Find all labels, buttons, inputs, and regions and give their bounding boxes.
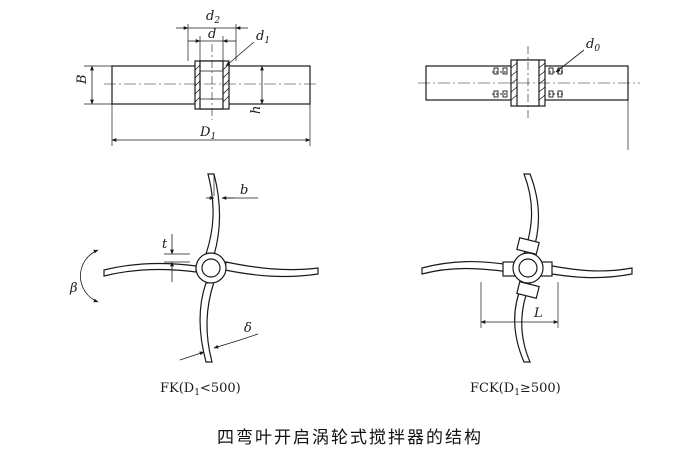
blade-down xyxy=(199,281,215,363)
blade-right-right xyxy=(540,263,633,279)
label-d2: d2 xyxy=(206,9,220,26)
bottom-left-plan-view xyxy=(79,173,319,363)
top-right-labels: d0 xyxy=(586,37,600,54)
figure-title: 四弯叶开启涡轮式搅拌器的结构 xyxy=(217,428,483,448)
caption-left: FK(D1<500) xyxy=(160,381,241,398)
label-d0: d0 xyxy=(586,37,600,54)
top-left-side-view xyxy=(84,24,318,146)
blade-right xyxy=(224,261,319,278)
bottom-right-plan-view xyxy=(421,173,633,363)
label-t: t xyxy=(162,237,168,252)
label-d: d xyxy=(208,27,216,42)
label-d1: d1 xyxy=(256,29,270,46)
label-D1: D1 xyxy=(199,125,216,142)
hub-inner xyxy=(199,60,224,110)
label-delta: δ xyxy=(244,321,252,336)
blade-up xyxy=(205,173,221,256)
top-left-labels: d2 d d1 B h D1 xyxy=(75,9,270,142)
label-h: h xyxy=(249,106,264,114)
label-beta: β xyxy=(69,281,78,296)
label-L: L xyxy=(533,306,543,321)
label-b: b xyxy=(240,183,248,198)
blade-left xyxy=(103,262,197,277)
label-B: B xyxy=(75,74,90,85)
blade-left-right xyxy=(421,260,511,275)
blade-up-right xyxy=(523,173,540,256)
bottom-left-labels: b t β δ xyxy=(69,183,252,336)
caption-right: FCK(D1≥500) xyxy=(470,381,561,398)
bottom-right-labels: L xyxy=(533,306,543,321)
blade-down-right xyxy=(514,283,531,363)
top-right-side-view xyxy=(418,46,640,150)
